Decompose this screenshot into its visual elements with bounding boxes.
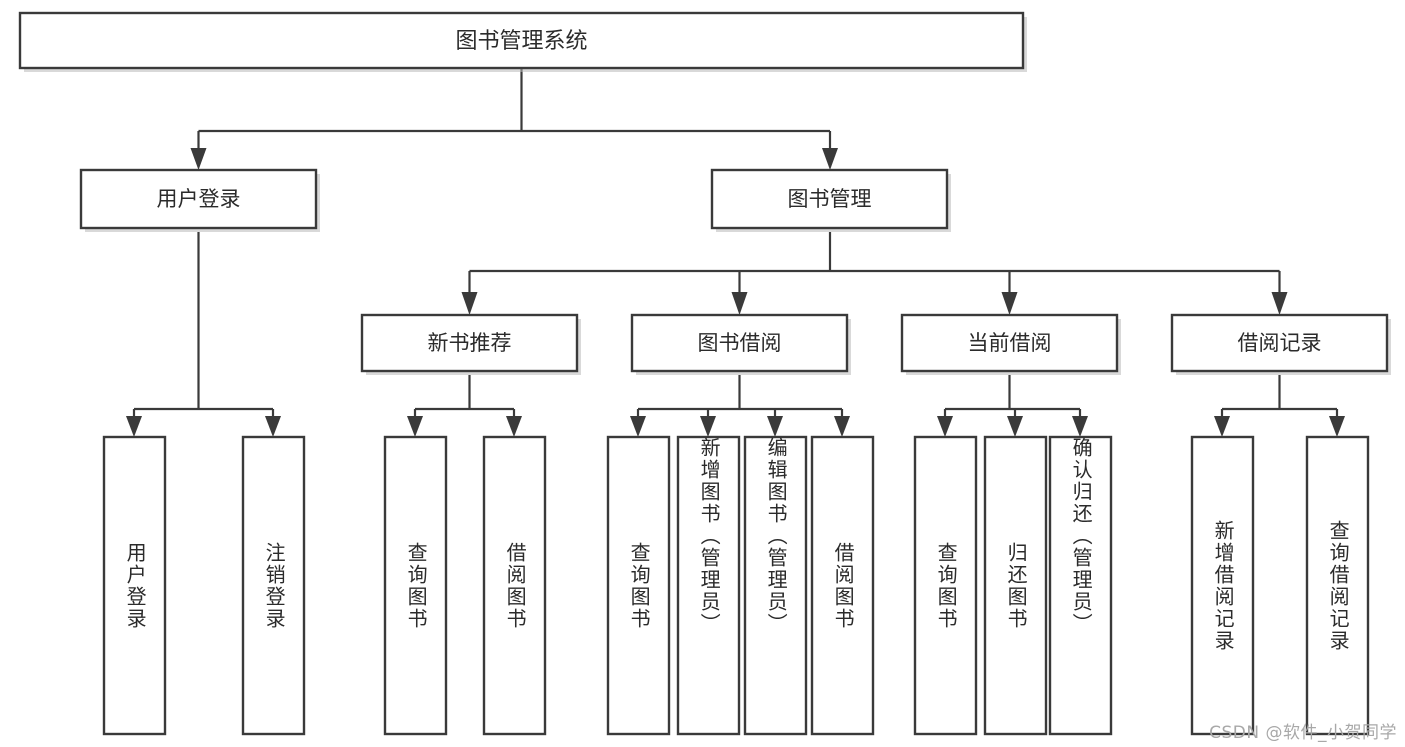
leaf-box-layer bbox=[102, 435, 1370, 736]
arrow-borrowrecord-leaf1 bbox=[1214, 416, 1230, 437]
book-borrow-rect bbox=[630, 313, 849, 373]
node-book-manage[interactable]: 图书管理 bbox=[710, 168, 951, 232]
leaf-rect-new-book-2[interactable] bbox=[482, 435, 547, 736]
leaf-rect-borrow-record-2[interactable] bbox=[1305, 435, 1370, 736]
current-borrow-label: 当前借阅 bbox=[968, 331, 1052, 355]
arrow-currentborrow-leaf1 bbox=[937, 416, 953, 437]
arrow-bookborrow-leaf1 bbox=[630, 416, 646, 437]
arrow-to-currentborrow bbox=[1001, 292, 1018, 315]
arrow-to-user-login bbox=[190, 148, 207, 170]
book-borrow-label: 图书借阅 bbox=[698, 331, 782, 355]
leaf-rect-book-borrow-1[interactable] bbox=[606, 435, 671, 736]
arrow-to-book-manage bbox=[822, 148, 838, 170]
arrow-currentborrow-leaf3 bbox=[1072, 416, 1088, 437]
arrow-newbook-leaf1 bbox=[407, 416, 423, 437]
new-book-rect bbox=[360, 313, 579, 373]
connector-layer bbox=[126, 68, 1345, 437]
arrow-userlogin-leaf1 bbox=[126, 416, 142, 437]
leaf-rect-borrow-record-1[interactable] bbox=[1190, 435, 1255, 736]
leaf-rect-current-borrow-2[interactable] bbox=[983, 435, 1048, 736]
arrow-bookborrow-leaf3 bbox=[767, 416, 783, 437]
leaf-rect-current-borrow-1[interactable] bbox=[913, 435, 978, 736]
leaf-rect-book-borrow-2[interactable] bbox=[676, 435, 741, 736]
arrow-newbook-leaf2 bbox=[506, 416, 522, 437]
node-new-book-recommend[interactable]: 新书推荐 bbox=[360, 313, 581, 375]
leaf-rect-book-borrow-3[interactable] bbox=[743, 435, 808, 736]
leaf-rect-user-login-2[interactable] bbox=[241, 435, 306, 736]
node-root[interactable]: 图书管理系统 bbox=[18, 11, 1027, 72]
arrow-bookborrow-leaf2 bbox=[700, 416, 716, 437]
node-book-borrow[interactable]: 图书借阅 bbox=[630, 313, 851, 375]
user-login-label: 用户登录 bbox=[157, 187, 241, 211]
arrow-to-newbook bbox=[461, 292, 478, 315]
leaf-rect-current-borrow-3[interactable] bbox=[1048, 435, 1113, 736]
book-manage-label: 图书管理 bbox=[788, 187, 872, 211]
current-borrow-rect bbox=[900, 313, 1119, 373]
leaf-rect-user-login-1[interactable] bbox=[102, 435, 167, 736]
arrow-to-borrowrecord bbox=[1271, 292, 1288, 315]
user-login-rect bbox=[79, 168, 318, 230]
borrow-record-label: 借阅记录 bbox=[1238, 331, 1322, 355]
arrow-borrowrecord-leaf2 bbox=[1329, 416, 1345, 437]
arrow-bookborrow-leaf4 bbox=[834, 416, 850, 437]
leaf-rect-book-borrow-4[interactable] bbox=[810, 435, 875, 736]
node-current-borrow[interactable]: 当前借阅 bbox=[900, 313, 1121, 375]
watermark-text: CSDN @软件_小贺同学 bbox=[1209, 723, 1397, 743]
book-manage-rect bbox=[710, 168, 949, 230]
node-user-login[interactable]: 用户登录 bbox=[79, 168, 320, 232]
node-borrow-record[interactable]: 借阅记录 bbox=[1170, 313, 1391, 375]
root-label: 图书管理系统 bbox=[455, 29, 587, 54]
new-book-label: 新书推荐 bbox=[428, 331, 512, 355]
arrow-to-bookborrow bbox=[731, 292, 748, 315]
borrow-record-rect bbox=[1170, 313, 1389, 373]
arrow-currentborrow-leaf2 bbox=[1007, 416, 1023, 437]
leaf-rect-new-book-1[interactable] bbox=[383, 435, 448, 736]
arrow-userlogin-leaf2 bbox=[265, 416, 281, 437]
root-rect bbox=[18, 11, 1025, 70]
